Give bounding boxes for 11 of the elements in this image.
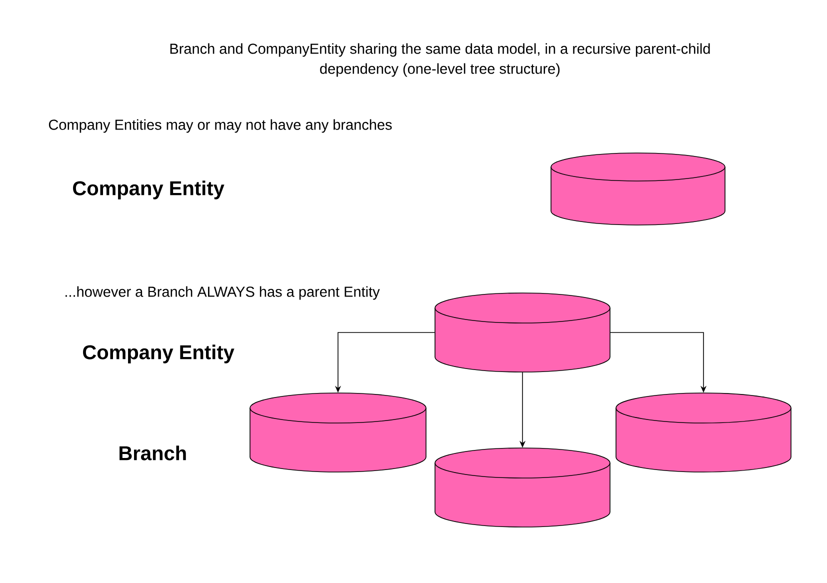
- row-label: Company Entity: [83, 344, 234, 364]
- cylinder: [434, 448, 610, 528]
- note-text: Company Entities may or may not have any branches: [48, 119, 392, 133]
- row-label: Branch: [120, 446, 186, 460]
- note-text: ...however a Branch ALWAYS has a parent Entity: [66, 286, 380, 300]
- title: Branch and CompanyEntity sharing the same data model, in a recursive parent-child dependency (one-level tree structure): [170, 43, 710, 77]
- cylinder: [616, 392, 792, 472]
- cylinder: [250, 392, 426, 472]
- cylinder: [550, 152, 726, 226]
- row-label: Company Entity: [73, 180, 224, 200]
- cylinder: [434, 292, 610, 372]
